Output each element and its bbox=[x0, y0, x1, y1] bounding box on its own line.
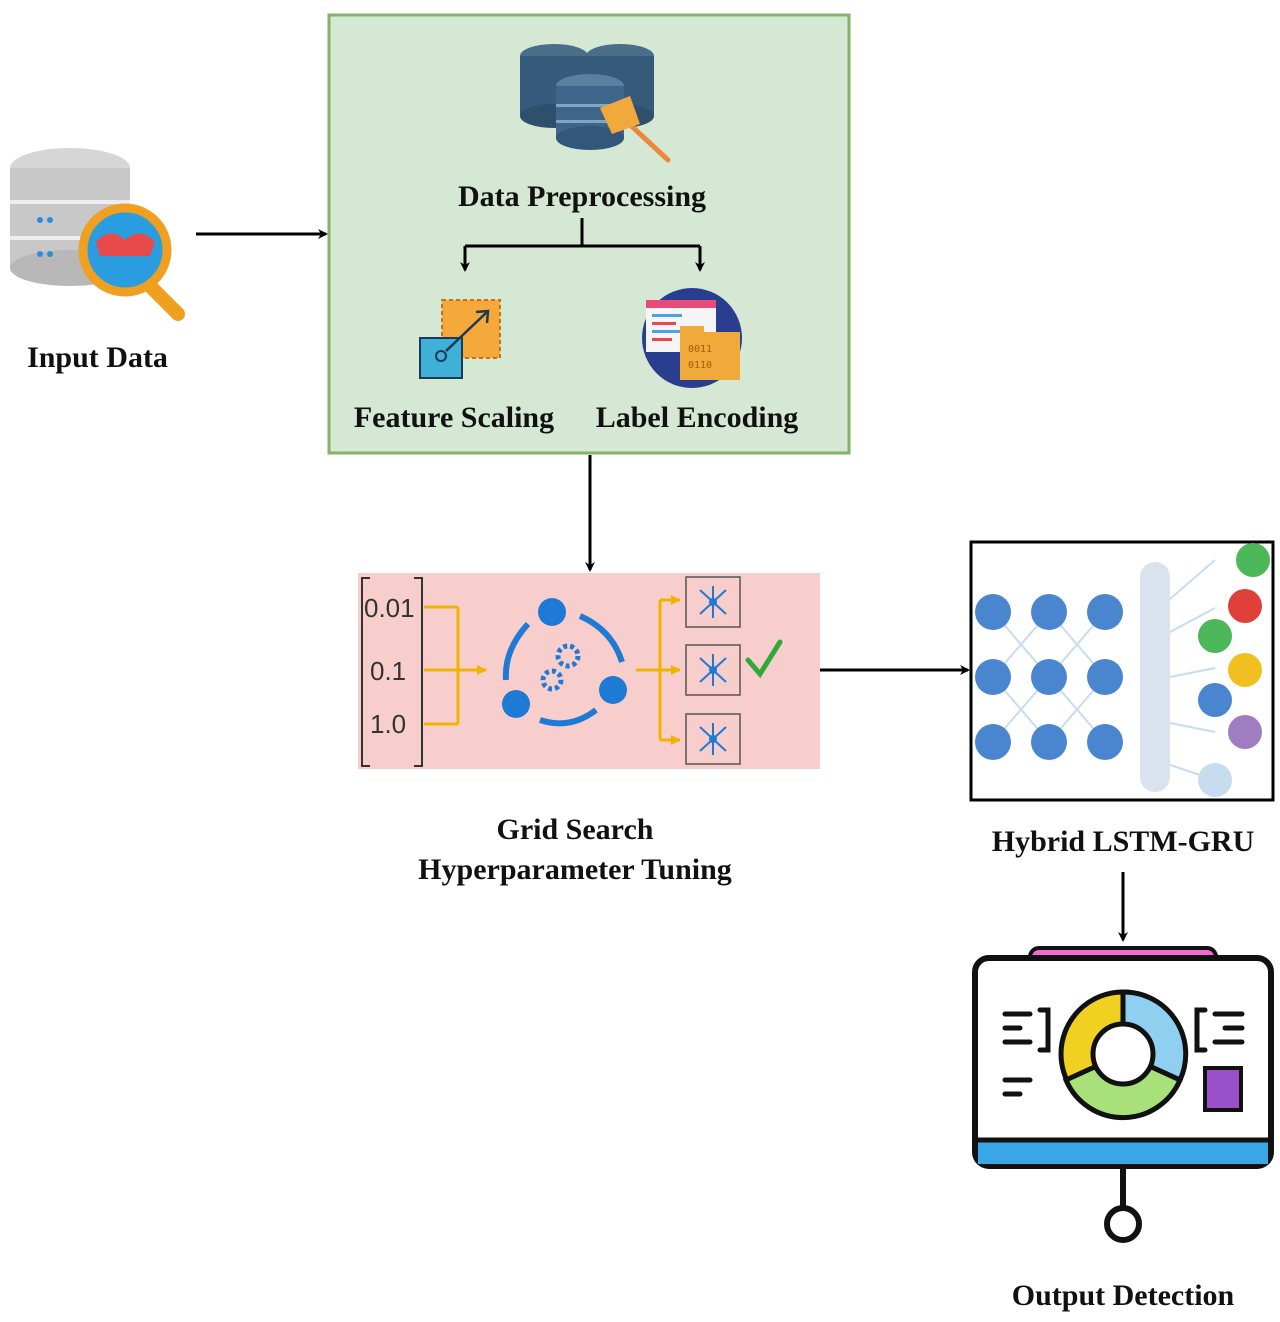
label-encoding-label: Label Encoding bbox=[595, 401, 799, 434]
database-cleaning-icon bbox=[520, 44, 671, 163]
grid-value: 0.1 bbox=[370, 656, 406, 686]
scaling-icon bbox=[419, 299, 501, 379]
grid-search-subtitle: Hyperparameter Tuning bbox=[418, 853, 732, 886]
network-candidate-icon bbox=[685, 644, 741, 696]
neural-network-icon bbox=[975, 543, 1270, 797]
tuning-cycle-icon bbox=[502, 598, 627, 727]
dashboard-monitor-icon bbox=[972, 946, 1274, 1243]
output-detection-label: Output Detection bbox=[1011, 1279, 1235, 1312]
model-label: Hybrid LSTM-GRU bbox=[991, 825, 1255, 858]
database-search-icon bbox=[10, 148, 185, 321]
network-candidate-icon bbox=[685, 713, 741, 765]
grid-search-title: Grid Search bbox=[496, 813, 654, 846]
encoding-icon: 0011 0110 bbox=[642, 288, 742, 388]
svg-text:0110: 0110 bbox=[688, 360, 712, 371]
grid-value: 0.01 bbox=[364, 593, 415, 623]
network-candidate-icon bbox=[685, 576, 741, 628]
feature-scaling-label: Feature Scaling bbox=[353, 401, 555, 434]
model-box bbox=[969, 540, 1275, 802]
preprocessing-label: Data Preprocessing bbox=[457, 180, 707, 213]
input-data-label: Input Data bbox=[27, 341, 168, 374]
grid-value: 1.0 bbox=[370, 709, 406, 739]
svg-text:0011: 0011 bbox=[688, 344, 712, 355]
checkmark-icon bbox=[745, 639, 783, 679]
